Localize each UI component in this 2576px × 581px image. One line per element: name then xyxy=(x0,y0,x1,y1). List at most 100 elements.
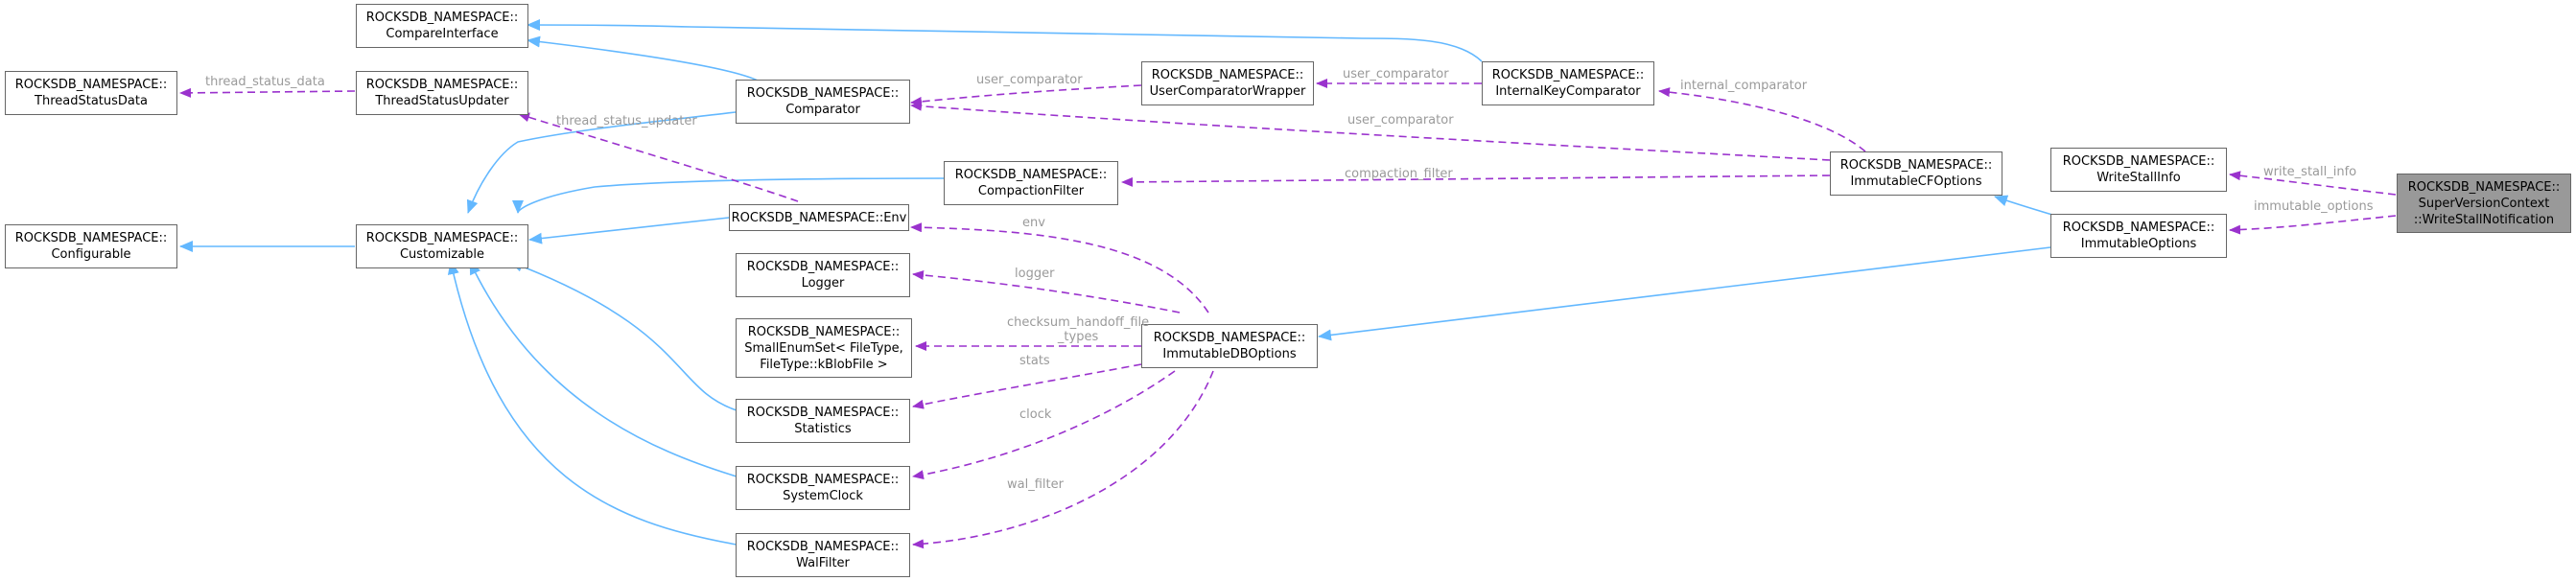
edge-db-options-to-system-clock xyxy=(912,370,1176,480)
edge-label-line: _types xyxy=(1057,330,1099,344)
node-logger[interactable]: ROCKSDB_NAMESPACE:: Logger xyxy=(736,253,910,297)
edge-label-user-comparator-3: user_comparator xyxy=(1347,113,1454,128)
edge-db-options-to-statistics xyxy=(912,363,1142,409)
edge-immutable-options-to-immutable-cf-options xyxy=(1994,195,2053,216)
node-env[interactable]: ROCKSDB_NAMESPACE::Env xyxy=(729,204,909,231)
edge-db-options-to-wal-filter xyxy=(912,370,1214,549)
node-line: CompareInterface xyxy=(386,27,499,41)
edge-label-user-comparator-1: user_comparator xyxy=(976,73,1083,87)
node-line: SmallEnumSet< FileType, xyxy=(744,340,903,356)
edge-immutable-cf-to-comparator xyxy=(910,101,1831,161)
edge-label-wal-filter: wal_filter xyxy=(1007,477,1064,492)
node-line: CompactionFilter xyxy=(977,184,1085,198)
node-line: Comparator xyxy=(785,103,860,117)
node-line: ROCKSDB_NAMESPACE:: xyxy=(365,78,519,92)
node-immutable-options[interactable]: ROCKSDB_NAMESPACE:: ImmutableOptions xyxy=(2050,214,2227,258)
node-line: ROCKSDB_NAMESPACE:: xyxy=(1153,331,1306,345)
node-line: FileType::kBlobFile > xyxy=(760,357,888,372)
node-line: ROCKSDB_NAMESPACE:: xyxy=(746,406,900,420)
node-line: ROCKSDB_NAMESPACE:: xyxy=(2062,221,2215,235)
node-line: InternalKeyComparator xyxy=(1495,84,1641,99)
node-customizable[interactable]: ROCKSDB_NAMESPACE:: Customizable xyxy=(356,224,528,268)
edge-label-immutable-options: immutable_options xyxy=(2254,199,2374,214)
edge-comparator-to-customizable xyxy=(466,111,737,214)
node-line: ROCKSDB_NAMESPACE:: xyxy=(746,260,900,274)
node-line: ThreadStatusUpdater xyxy=(375,94,509,108)
node-immutable-cf-options[interactable]: ROCKSDB_NAMESPACE:: ImmutableCFOptions xyxy=(1830,151,2002,196)
edge-comparator-to-compare-interface xyxy=(527,35,759,81)
node-line: ROCKSDB_NAMESPACE:: xyxy=(1839,158,1993,173)
node-line: ROCKSDB_NAMESPACE:: xyxy=(1151,68,1304,82)
node-line: SystemClock xyxy=(783,489,863,503)
node-line: ROCKSDB_NAMESPACE:: xyxy=(746,86,900,101)
node-line: ROCKSDB_NAMESPACE:: xyxy=(14,231,168,245)
node-line: Customizable xyxy=(399,247,485,262)
edge-label-write-stall-info: write_stall_info xyxy=(2263,165,2357,179)
edge-notification-to-write-stall-info xyxy=(2229,171,2397,196)
edge-label-checksum-handoff: checksum_handoff_file _types xyxy=(1007,315,1149,344)
edge-label-logger: logger xyxy=(1015,267,1055,281)
edge-internal-key-comparator-to-compare-interface xyxy=(527,19,1483,62)
edge-label-env: env xyxy=(1022,216,1045,230)
node-compare-interface[interactable]: ROCKSDB_NAMESPACE:: CompareInterface xyxy=(356,4,528,48)
node-line: ImmutableOptions xyxy=(2080,237,2197,251)
node-line: SuperVersionContext xyxy=(2418,196,2550,211)
node-configurable[interactable]: ROCKSDB_NAMESPACE:: Configurable xyxy=(5,224,177,268)
edge-label-compaction-filter: compaction_filter xyxy=(1345,167,1453,181)
node-write-stall-notification[interactable]: ROCKSDB_NAMESPACE:: SuperVersionContext … xyxy=(2397,174,2571,233)
edge-label-line: checksum_handoff_file xyxy=(1007,315,1150,330)
node-thread-status-data[interactable]: ROCKSDB_NAMESPACE:: ThreadStatusData xyxy=(5,71,177,115)
node-line: ThreadStatusData xyxy=(35,94,148,108)
edge-label-stats: stats xyxy=(1019,354,1050,368)
node-line: ImmutableDBOptions xyxy=(1162,347,1297,361)
edge-thread-status-updater xyxy=(518,112,799,202)
node-line: ROCKSDB_NAMESPACE:: xyxy=(1491,68,1645,82)
node-comparator[interactable]: ROCKSDB_NAMESPACE:: Comparator xyxy=(736,80,910,124)
edge-thread-status-data xyxy=(179,87,356,98)
edge-notification-to-immutable-options xyxy=(2229,215,2397,235)
node-internal-key-comparator[interactable]: ROCKSDB_NAMESPACE:: InternalKeyComparato… xyxy=(1482,61,1654,105)
node-line: ROCKSDB_NAMESPACE:: xyxy=(746,540,900,554)
edge-compaction-filter-to-customizable xyxy=(512,177,945,214)
edge-systemclock-to-customizable xyxy=(469,261,738,477)
node-wal-filter[interactable]: ROCKSDB_NAMESPACE:: WalFilter xyxy=(736,533,910,577)
node-immutable-db-options[interactable]: ROCKSDB_NAMESPACE:: ImmutableDBOptions xyxy=(1141,324,1318,368)
node-line: ROCKSDB_NAMESPACE::Env xyxy=(731,210,907,225)
node-line: Configurable xyxy=(51,247,131,262)
node-line: ROCKSDB_NAMESPACE:: xyxy=(2407,179,2561,195)
edge-label-internal-comparator: internal_comparator xyxy=(1680,79,1808,93)
edge-walfilter-to-customizable xyxy=(447,261,738,546)
node-small-enum-set[interactable]: ROCKSDB_NAMESPACE:: SmallEnumSet< FileTy… xyxy=(736,318,912,378)
node-line: ROCKSDB_NAMESPACE:: xyxy=(14,78,168,92)
node-line: ROCKSDB_NAMESPACE:: xyxy=(954,168,1108,182)
edge-env-to-customizable xyxy=(528,217,730,244)
edge-statistics-to-customizable xyxy=(509,261,738,411)
node-statistics[interactable]: ROCKSDB_NAMESPACE:: Statistics xyxy=(736,399,910,443)
edge-label-clock: clock xyxy=(1019,407,1052,422)
node-line: ROCKSDB_NAMESPACE:: xyxy=(365,11,519,25)
edge-immutable-cf-to-compaction-filter xyxy=(1121,174,1831,187)
edge-label-thread-status-data: thread_status_data xyxy=(205,75,325,89)
node-line: ::WriteStallNotification xyxy=(2413,212,2555,227)
node-line: UserComparatorWrapper xyxy=(1149,84,1306,99)
node-line: ROCKSDB_NAMESPACE:: xyxy=(2062,154,2215,169)
node-compaction-filter[interactable]: ROCKSDB_NAMESPACE:: CompactionFilter xyxy=(944,161,1118,205)
node-user-comparator-wrapper[interactable]: ROCKSDB_NAMESPACE:: UserComparatorWrappe… xyxy=(1141,61,1314,105)
edge-db-options-to-logger xyxy=(912,270,1181,314)
edge-user-comparator-wrapper-to-comparator xyxy=(910,84,1142,106)
edge-db-options-to-env xyxy=(910,222,1209,314)
edge-immutable-options-to-immutable-db-options xyxy=(1318,246,2051,341)
node-line: ROCKSDB_NAMESPACE:: xyxy=(746,473,900,487)
node-system-clock[interactable]: ROCKSDB_NAMESPACE:: SystemClock xyxy=(736,466,910,510)
node-thread-status-updater[interactable]: ROCKSDB_NAMESPACE:: ThreadStatusUpdater xyxy=(356,71,528,115)
edge-label-user-comparator-2: user_comparator xyxy=(1343,67,1449,81)
node-line: WriteStallInfo xyxy=(2096,171,2181,185)
node-write-stall-info[interactable]: ROCKSDB_NAMESPACE:: WriteStallInfo xyxy=(2050,148,2227,192)
edge-label-thread-status-updater: thread_status_updater xyxy=(556,114,697,128)
node-line: WalFilter xyxy=(796,556,850,570)
node-line: ROCKSDB_NAMESPACE:: xyxy=(747,324,901,339)
node-line: Statistics xyxy=(794,422,852,436)
node-line: Logger xyxy=(801,276,845,290)
